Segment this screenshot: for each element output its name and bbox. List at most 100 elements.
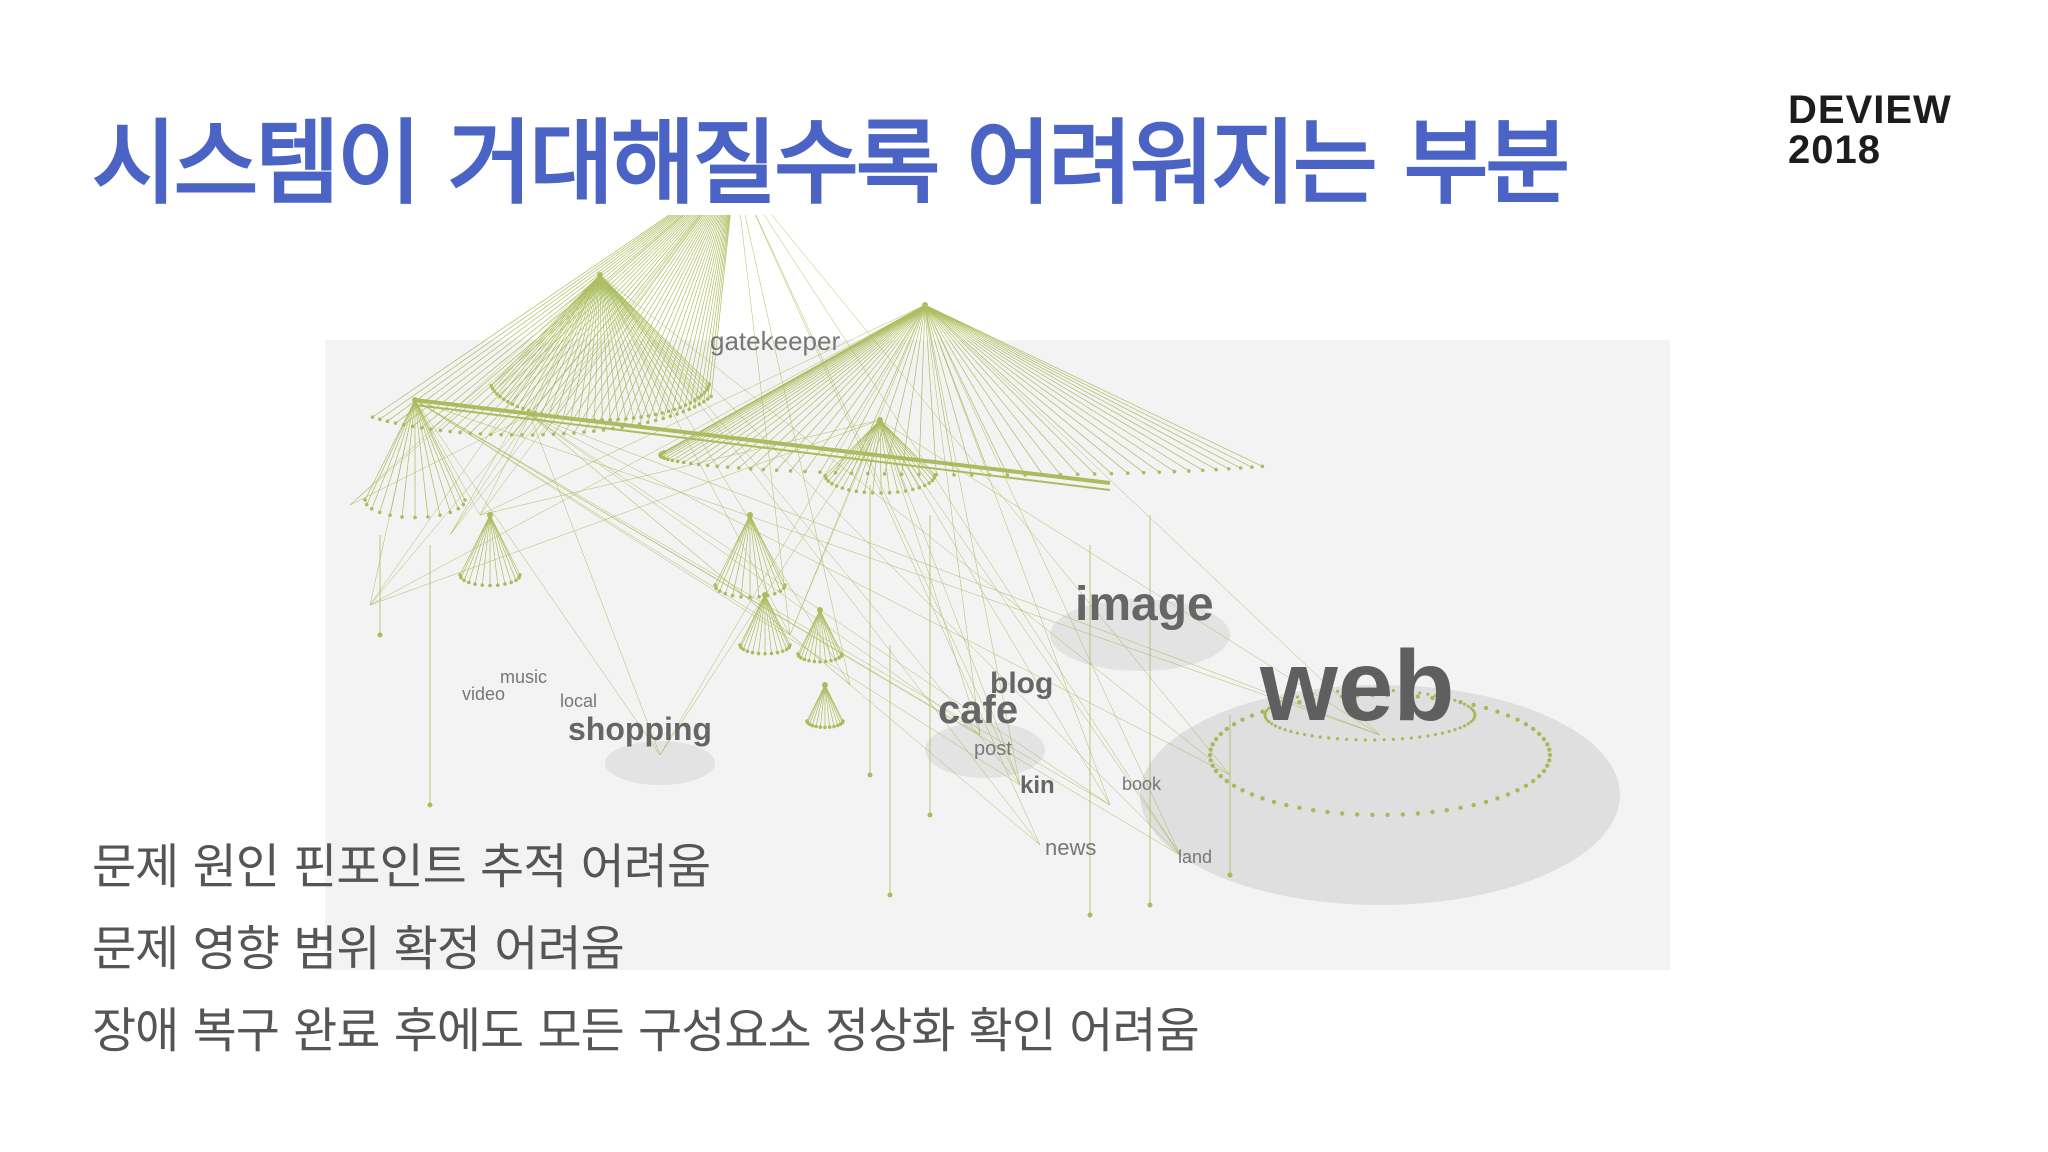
network-node <box>461 502 466 507</box>
network-edge <box>924 304 1175 472</box>
network-node <box>363 498 367 502</box>
network-edge <box>578 274 601 420</box>
network-node <box>1318 691 1322 695</box>
network-edge <box>490 215 694 435</box>
network-node <box>377 510 382 515</box>
network-edge <box>529 414 1381 736</box>
network-edge <box>924 304 981 736</box>
network-edge <box>924 304 955 475</box>
network-node <box>675 459 680 464</box>
network-node <box>495 392 499 396</box>
network-node <box>1400 812 1406 817</box>
label-video: video <box>462 684 505 704</box>
network-node <box>1463 702 1467 706</box>
network-edge <box>879 419 1111 806</box>
network-edge <box>529 414 1111 806</box>
network-edge <box>924 304 1095 475</box>
network-node <box>1440 695 1445 699</box>
network-edge <box>732 514 751 596</box>
network-node <box>739 595 743 599</box>
network-edge <box>403 215 678 426</box>
network-node <box>832 724 836 729</box>
network-node <box>410 424 415 429</box>
network-edge <box>479 419 881 516</box>
network-node <box>1545 742 1550 747</box>
network-node <box>666 457 670 462</box>
network-node <box>1231 722 1237 727</box>
network-node <box>814 724 818 729</box>
network-node <box>1433 732 1438 737</box>
network-node <box>699 393 704 398</box>
network-edge <box>824 419 881 476</box>
network-node <box>1418 735 1422 739</box>
network-edge <box>825 419 881 479</box>
network-node <box>438 428 443 433</box>
network-node <box>1373 738 1377 742</box>
network-node <box>1278 726 1282 730</box>
network-node <box>778 589 783 593</box>
network-node <box>592 429 596 433</box>
network-edge <box>621 215 716 428</box>
network-node <box>1545 763 1550 768</box>
network-edge <box>529 414 1041 846</box>
network-node <box>459 575 463 580</box>
network-edge <box>819 609 827 662</box>
network-node <box>1218 773 1224 779</box>
network-node <box>526 408 531 413</box>
network-node <box>1339 811 1345 816</box>
network-node <box>517 575 521 580</box>
network-node <box>730 593 735 598</box>
slide-title: 시스템이 거대해질수록 어려워지는 부분 <box>92 110 1570 217</box>
network-node <box>1267 706 1271 710</box>
network-node <box>1283 728 1287 732</box>
network-node <box>1187 469 1191 473</box>
network-node <box>631 416 636 420</box>
network-edge <box>474 514 491 585</box>
network-node <box>775 650 780 655</box>
network-node <box>882 472 887 476</box>
network-node <box>505 400 510 404</box>
network-node <box>487 512 493 518</box>
label-web: web <box>1259 630 1454 742</box>
network-node <box>1495 796 1500 801</box>
network-edge <box>655 215 722 421</box>
network-node <box>1208 747 1213 752</box>
network-edge <box>924 304 1203 471</box>
network-edge <box>807 684 826 723</box>
network-edge <box>599 274 1021 786</box>
network-edge <box>489 514 521 576</box>
network-node <box>681 460 686 465</box>
network-edge <box>924 304 1078 475</box>
network-edge <box>490 274 601 386</box>
network-node <box>1289 729 1293 734</box>
network-node <box>824 476 828 481</box>
network-node <box>1469 720 1473 724</box>
network-node <box>1260 464 1265 469</box>
network-node <box>1466 722 1470 726</box>
network-node <box>462 578 466 583</box>
network-node <box>810 723 815 728</box>
network-node <box>509 580 514 585</box>
network-edge <box>800 609 821 658</box>
network-edge <box>599 274 851 686</box>
network-node <box>952 473 956 477</box>
network-node <box>1400 689 1405 693</box>
network-edge <box>599 274 707 390</box>
network-edge <box>924 304 1145 473</box>
network-node <box>427 802 433 808</box>
network-edge <box>349 274 601 506</box>
network-node <box>784 647 789 652</box>
network-edge <box>414 399 466 501</box>
network-node <box>763 651 767 656</box>
network-node <box>1426 734 1430 738</box>
network-node <box>495 583 500 587</box>
network-edge <box>694 215 728 407</box>
network-edge <box>599 274 663 414</box>
network-node <box>1523 722 1529 727</box>
network-node <box>1453 728 1457 732</box>
network-edge <box>879 419 930 484</box>
network-edge <box>369 304 926 606</box>
label-land: land <box>1178 847 1212 867</box>
network-edge <box>599 274 695 401</box>
network-node <box>747 512 753 518</box>
